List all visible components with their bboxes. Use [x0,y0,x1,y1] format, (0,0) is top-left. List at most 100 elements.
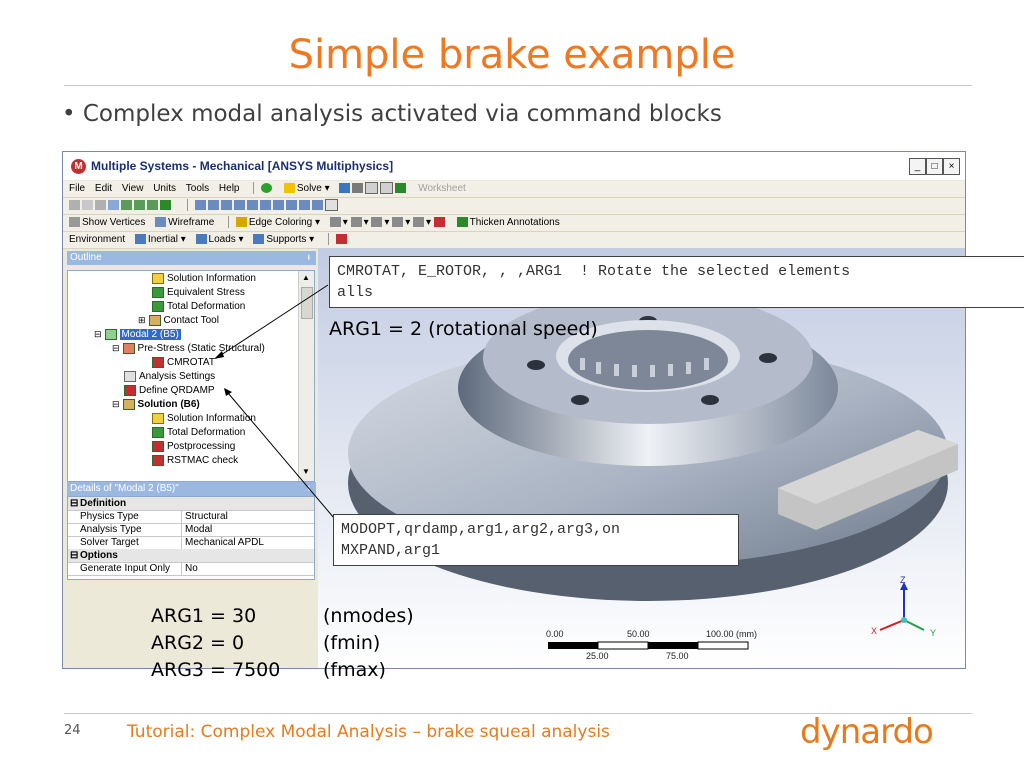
prestress-icon [122,343,135,354]
collapse-icon[interactable]: ⊟ [112,399,120,410]
tree-item-total-deformation-2[interactable]: Total Deformation [152,427,245,438]
scroll-thumb[interactable] [301,287,313,319]
details-value: Modal [181,523,212,536]
tree-label: CMROTAT [167,357,215,369]
wireframe-button[interactable]: Wireframe [155,215,214,231]
tree-item-modal[interactable]: ⊟Modal 2 (B5) [94,329,181,341]
tree-label: Solution (B6) [137,399,200,411]
tree-item-postprocessing[interactable]: Postprocessing [152,441,235,452]
modopt-callout: MODOPT,qrdamp,arg1,arg2,arg3,on MXPAND,a… [333,514,739,566]
view-control-icons[interactable] [194,198,340,214]
tree-item-contact-tool[interactable]: ⊞Contact Tool [138,315,219,326]
menu-view[interactable]: View [121,183,144,194]
scroll-down-icon[interactable]: ▼ [302,467,310,476]
loads-button[interactable]: Loads ▾ [195,232,244,248]
tree-item-solution[interactable]: ⊟ Solution (B6) [112,399,200,410]
tree-item-total-deformation[interactable]: Total Deformation [152,301,245,312]
edge-tool-icons[interactable]: ▾ ▾ ▾ ▾ ▾ [329,215,447,231]
supports-button[interactable]: Supports ▾ [253,232,314,248]
edge-coloring-label: Edge Coloring ▾ [248,217,321,228]
tree-label: Total Deformation [167,301,246,313]
tree-label: Define QRDAMP [139,385,215,397]
toolbar-display: Show Vertices Wireframe Edge Coloring ▾ … [63,215,965,232]
scale-label-0: 0.00 [546,629,564,639]
arg-speed-label: ARG1 = 2 (rotational speed) [329,318,598,340]
tree-item-solution-information[interactable]: Solution Information [152,273,256,284]
graphics-viewport[interactable]: 0.00 50.00 100.00 (mm) 25.00 75.00 Z X Y [318,248,965,668]
tree-label: Solution Information [167,273,256,285]
menu-file[interactable]: File [69,183,86,194]
minimize-button[interactable]: _ [909,158,926,175]
expand-icon[interactable]: ⊞ [138,315,146,326]
section-label: Definition [80,498,127,509]
menu-units[interactable]: Units [153,183,176,194]
scale-label-50: 50.00 [627,629,650,639]
toolbar-separator [186,199,188,212]
tree-item-pre-stress[interactable]: ⊟ Pre-Stress (Static Structural) [112,343,265,354]
collapse-icon[interactable]: ⊟ [112,343,120,354]
collapse-icon[interactable]: ⊟ [70,498,79,509]
thicken-annotations-button[interactable]: Thicken Annotations [456,215,560,231]
command-icon [152,441,164,452]
page-number: 24 [64,723,81,738]
tree-item-define-qrdamp[interactable]: Define QRDAMP [124,385,215,396]
outline-scrollbar[interactable]: ▲ ▼ [298,271,314,481]
details-value: Structural [181,510,228,523]
menu-edit[interactable]: Edit [94,183,113,194]
details-value: No [181,562,198,575]
details-key: Generate Input Only [80,563,171,574]
thicken-label: Thicken Annotations [469,217,560,228]
details-section-definition[interactable]: ⊟Definition [68,497,314,511]
tree-item-cmrotat[interactable]: CMROTAT [152,357,215,368]
tree-item-equivalent-stress[interactable]: Equivalent Stress [152,287,245,298]
loads-label: Loads ▾ [208,234,244,245]
tree-item-solution-information-2[interactable]: Solution Information [152,413,256,424]
commands-icon[interactable] [335,232,349,248]
toolbar-icons[interactable] [339,181,408,197]
command-icon [124,385,136,396]
maximize-button[interactable]: □ [926,158,943,175]
select-mode-icons[interactable] [69,198,173,214]
wireframe-label: Wireframe [168,217,215,228]
worksheet-button[interactable]: Worksheet [418,183,466,194]
footer-text: Tutorial: Complex Modal Analysis – brake… [127,722,610,742]
arg3-desc: (fmax) [323,659,386,681]
tree-item-analysis-settings[interactable]: Analysis Settings [124,371,215,382]
menu-help[interactable]: Help [218,183,240,194]
inertial-label: Inertial ▾ [147,234,186,245]
collapse-icon[interactable]: ⊟ [94,329,102,340]
solve-button[interactable]: Solve ▾ [283,181,330,197]
tree-label: Solution Information [167,413,256,425]
menu-tools[interactable]: Tools [185,183,210,194]
show-vertices-button[interactable]: Show Vertices [69,215,145,231]
axis-triad [879,582,925,631]
window-title: Multiple Systems - Mechanical [ANSYS Mul… [91,159,394,173]
details-value: Mechanical APDL [181,536,264,549]
tree-label: Postprocessing [167,441,236,453]
toolbar-select [63,198,965,215]
lightning-icon [283,183,295,194]
pin-icon[interactable]: ᵻ [307,252,310,263]
settings-icon [124,371,136,382]
check-icon[interactable] [261,181,274,197]
scale-label-100: 100.00 (mm) [706,629,758,639]
details-section-options[interactable]: ⊟Options [68,549,314,563]
close-button[interactable]: × [943,158,960,175]
axis-y-label: Y [930,628,937,638]
details-title: Details of "Modal 2 (B5)" [70,483,179,494]
arg2-label: ARG2 = 0 [151,632,245,654]
details-row[interactable]: Generate Input Only No [68,562,314,576]
tree-item-rstmac-check[interactable]: RSTMAC check [152,455,238,466]
section-label: Options [80,550,118,561]
title-divider [64,85,972,86]
arg2-desc: (fmin) [323,632,381,654]
tree-label: Pre-Stress (Static Structural) [137,343,265,355]
edge-coloring-button[interactable]: Edge Coloring ▾ [235,215,321,231]
inertial-button[interactable]: Inertial ▾ [134,232,186,248]
collapse-icon[interactable]: ⊟ [70,550,79,561]
toolbar-separator [327,233,329,246]
scroll-up-icon[interactable]: ▲ [302,273,310,282]
tree-label: Analysis Settings [139,371,216,383]
